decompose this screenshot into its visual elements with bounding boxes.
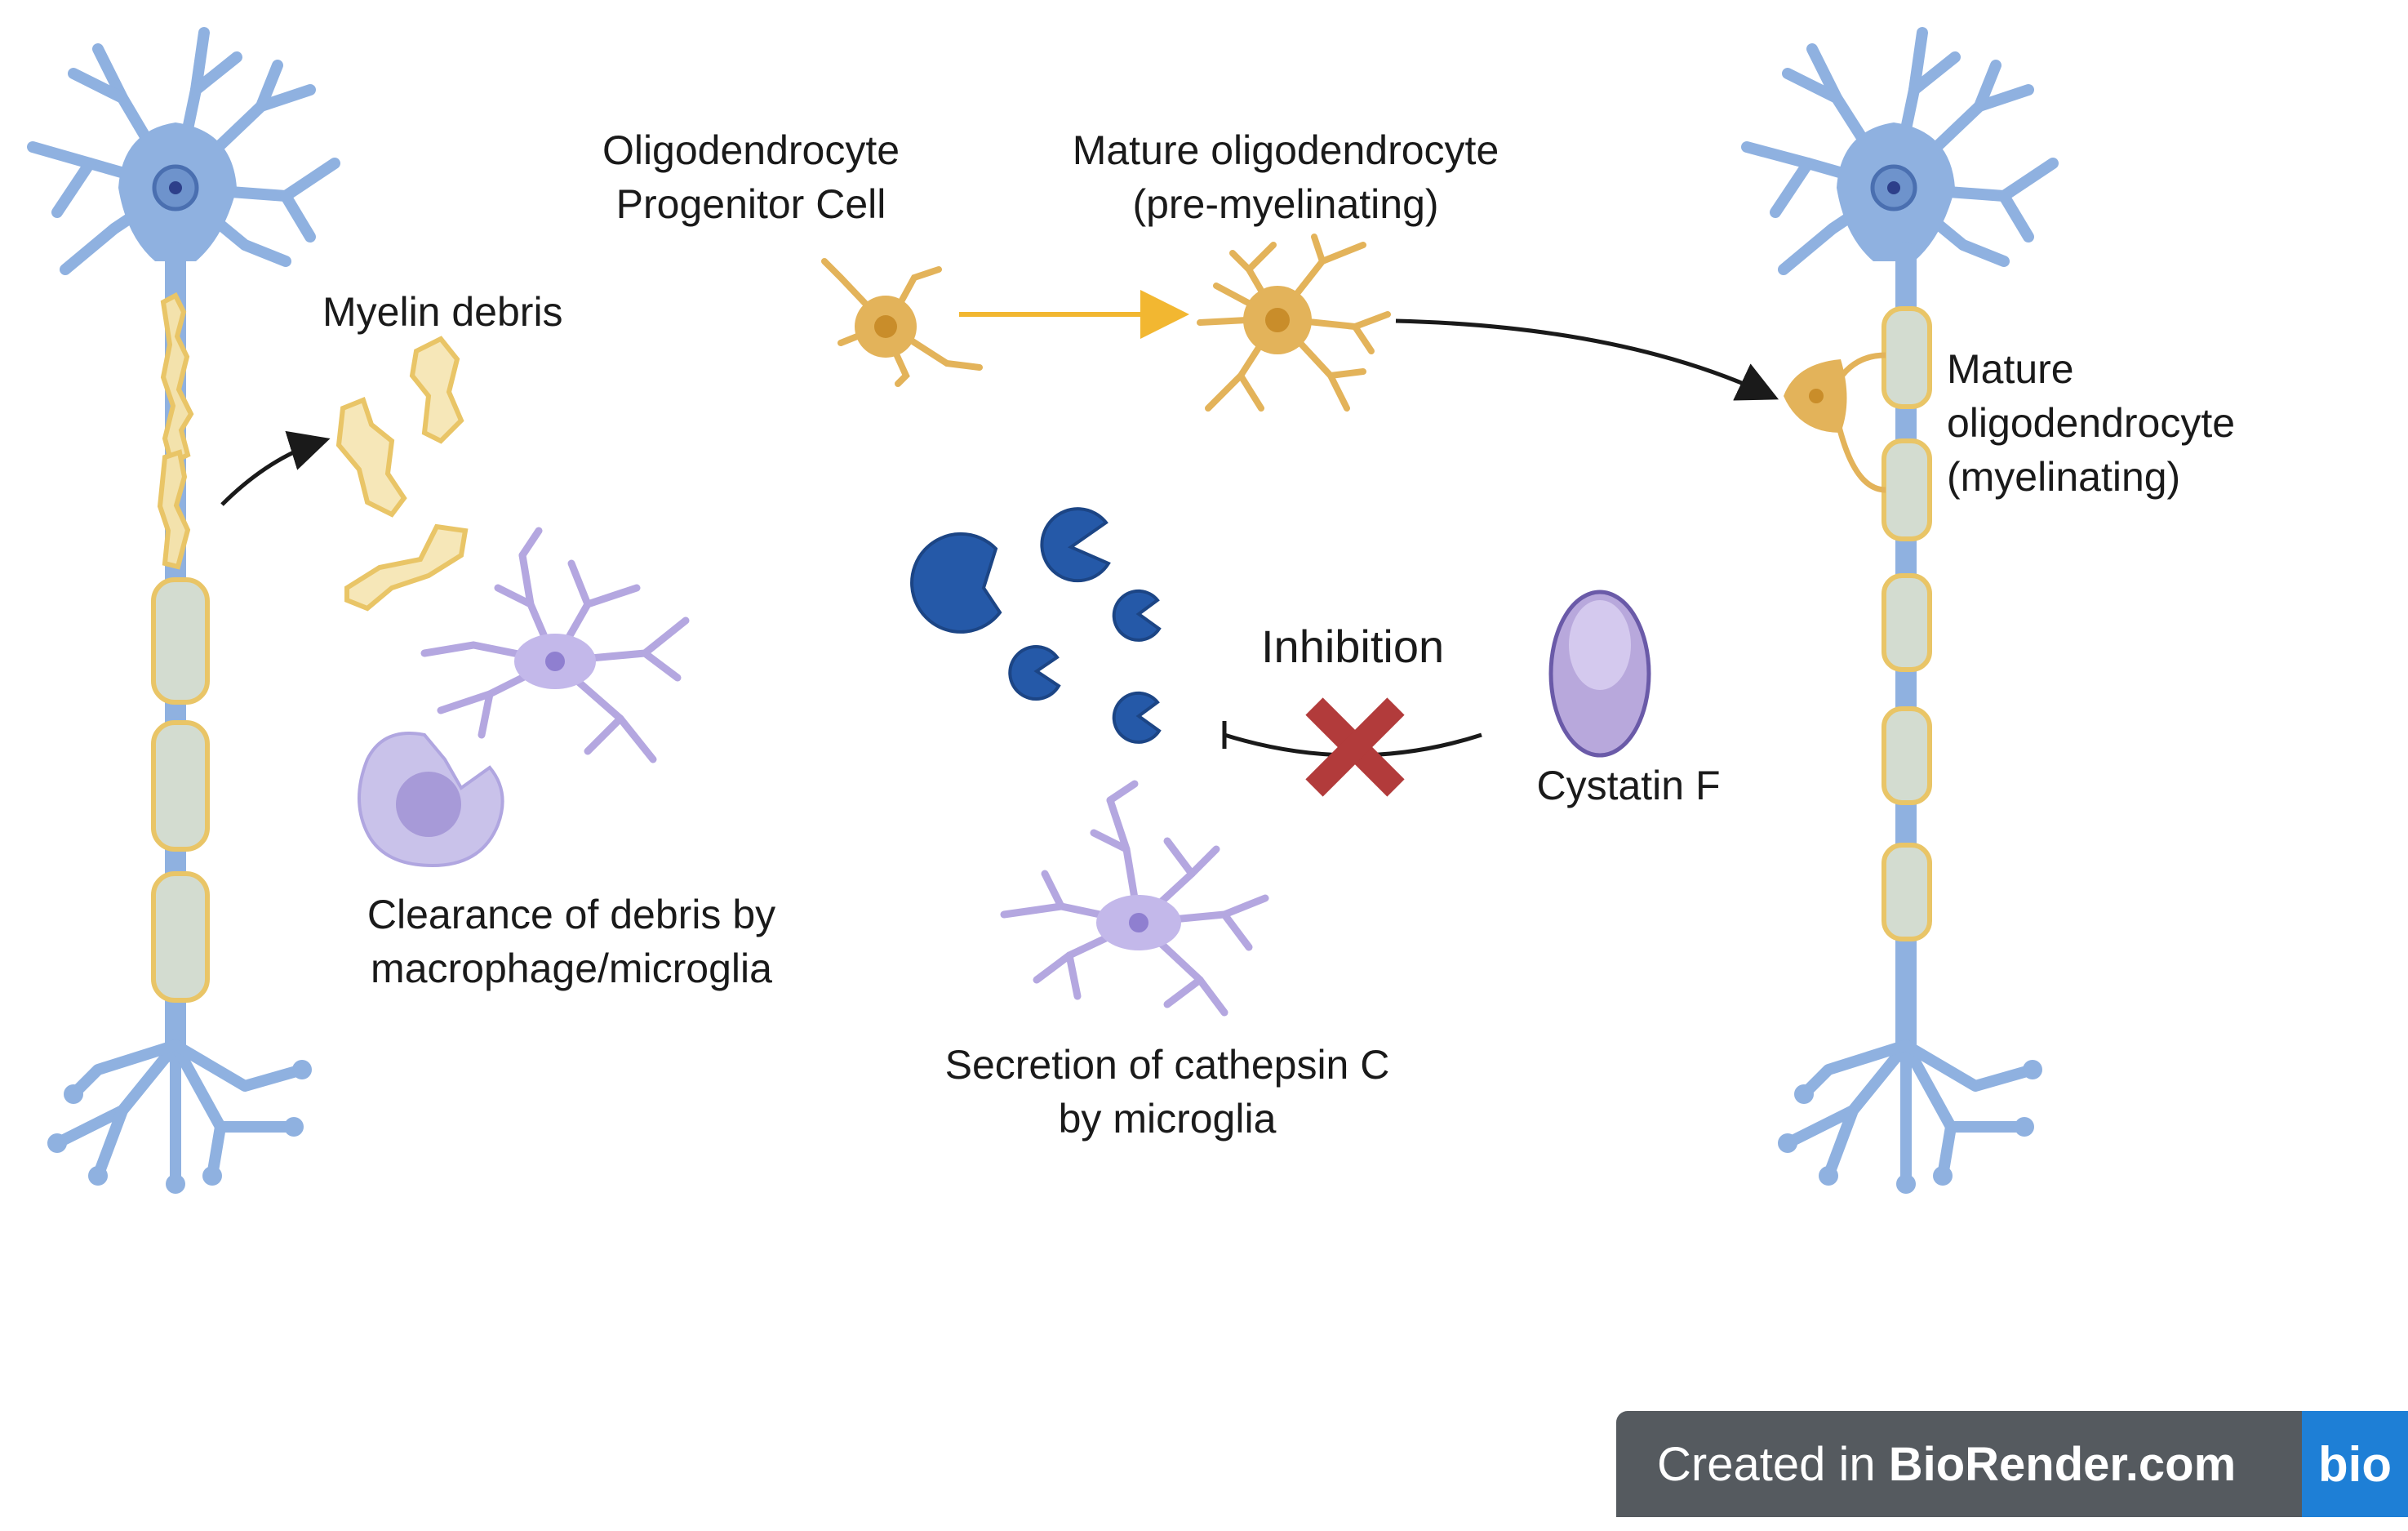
watermark-prefix: Created in [1657, 1437, 1889, 1491]
watermark-brand: BioRender.com [1888, 1437, 2237, 1491]
left-neuron [27, 27, 340, 1194]
macrophage [358, 732, 504, 868]
left-myelin-sheaths [151, 577, 210, 1003]
cystatin-f-label: Cystatin F [1536, 763, 1721, 808]
premyelinating-label-line2: (pre-myelinating) [1132, 181, 1439, 227]
premyelinating-oligodendrocyte [1197, 234, 1391, 412]
biorender-logo-badge: bio [2302, 1411, 2408, 1517]
cathepsin-large [910, 532, 1002, 634]
cathepsin-c-molecules [910, 507, 1162, 744]
clearance-label-line2: macrophage/microglia [371, 946, 772, 991]
myelin-debris-fragments [335, 336, 469, 612]
right-myelin-sheaths [1882, 306, 1932, 941]
debris-arrow [220, 430, 331, 506]
opc-label-line1: Oligodendrocyte [602, 127, 900, 173]
watermark-text: Created in BioRender.com [1657, 1437, 2236, 1492]
microglia-center [1000, 780, 1269, 1017]
inhibition-x [1305, 697, 1405, 797]
biorender-watermark: Created in BioRender.com bio [1616, 1411, 2408, 1517]
myelin-debris-label: Myelin debris [322, 289, 563, 335]
premyelinating-label-line1: Mature oligodendrocyte [1072, 127, 1499, 173]
inhibition-label: Inhibition [1261, 621, 1445, 672]
mature-oligodendrocyte-label-line2: oligodendrocyte [1947, 400, 2236, 446]
clearance-label-line1: Clearance of debris by [367, 892, 776, 937]
mature-oligodendrocyte-label-line1: Mature [1947, 346, 2074, 392]
cathepsin-medium [1040, 507, 1111, 583]
secretion-label-line1: Secretion of cathepsin C [944, 1042, 1390, 1088]
mature-oligodendrocyte-label-line3: (myelinating) [1947, 454, 2181, 500]
opc-cell [821, 258, 983, 387]
cystatin-f [1548, 590, 1651, 758]
to-myelinating-arrow [1395, 318, 1779, 401]
microglia-left [420, 527, 690, 763]
myelinating-oligodendrocyte [1784, 352, 1886, 493]
secretion-label-line2: by microglia [1058, 1096, 1277, 1142]
left-axon-debris [157, 292, 194, 570]
opc-label-line2: Progenitor Cell [615, 181, 886, 227]
